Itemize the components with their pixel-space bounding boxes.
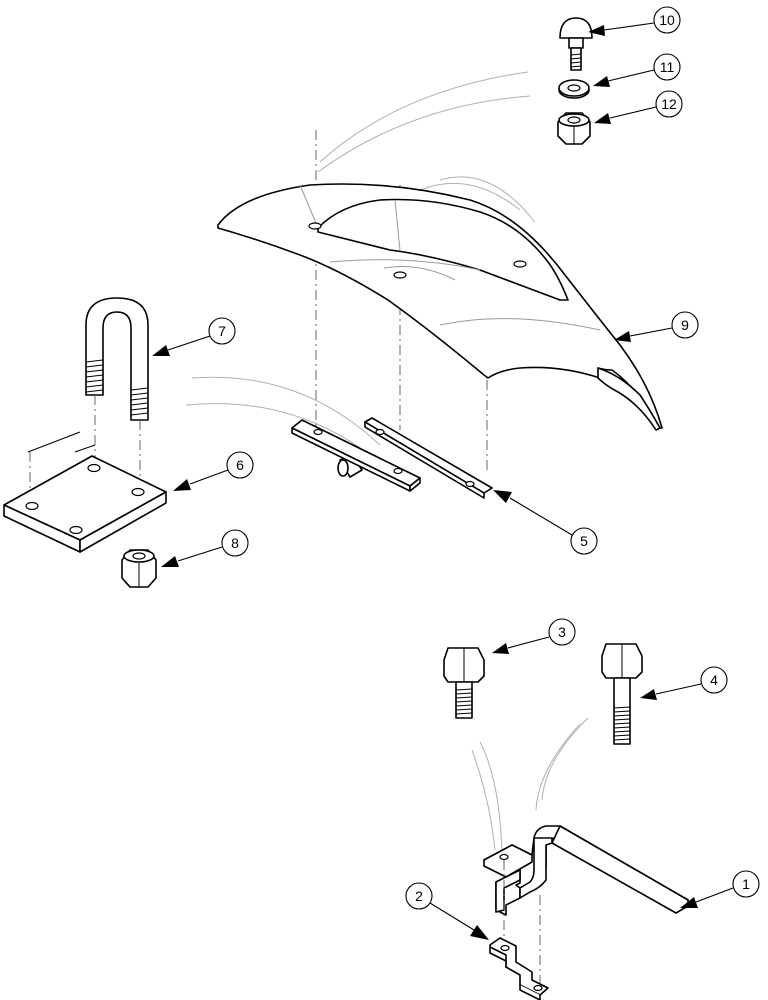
callout-6: 6 [173,451,254,491]
callout-label-6: 6 [236,457,244,473]
carriage-bolt-part-10 [559,17,593,71]
clip-part-2 [489,937,549,1000]
u-bolt-part [27,297,149,540]
callout-7: 7 [152,317,236,356]
callout-9: 9 [614,311,699,342]
u-bolt-threads [85,359,149,416]
callout-label-12: 12 [661,96,677,112]
callout-label-10: 10 [659,12,675,28]
callout-11: 11 [593,53,681,87]
callout-1: 1 [680,870,760,908]
hex-bolt-part-3 [443,647,485,719]
callout-label-5: 5 [580,533,588,549]
washer-part-11 [558,79,590,99]
fender-part [217,71,663,470]
callout-12: 12 [594,90,683,124]
callout-5: 5 [493,490,598,555]
callout-label-7: 7 [218,323,226,339]
callout-8: 8 [161,529,249,567]
callout-label-8: 8 [231,535,239,551]
callout-label-2: 2 [415,888,423,904]
callout-label-9: 9 [681,317,689,333]
support-bracket-part-1 [483,825,689,985]
callout-label-11: 11 [660,59,675,75]
callout-4: 4 [640,666,728,700]
callout-3: 3 [492,618,576,654]
mounting-plate-part [3,455,167,553]
hex-bolt-part-4 [601,643,643,745]
callout-label-3: 3 [558,624,566,640]
nut-part-8 [121,549,157,588]
nut-part-12 [557,112,591,145]
callout-label-1: 1 [742,876,750,892]
callout-label-4: 4 [710,672,718,688]
mount-bracket-straps [185,376,493,499]
callout-10: 10 [588,6,681,36]
callout-2: 2 [405,882,489,940]
